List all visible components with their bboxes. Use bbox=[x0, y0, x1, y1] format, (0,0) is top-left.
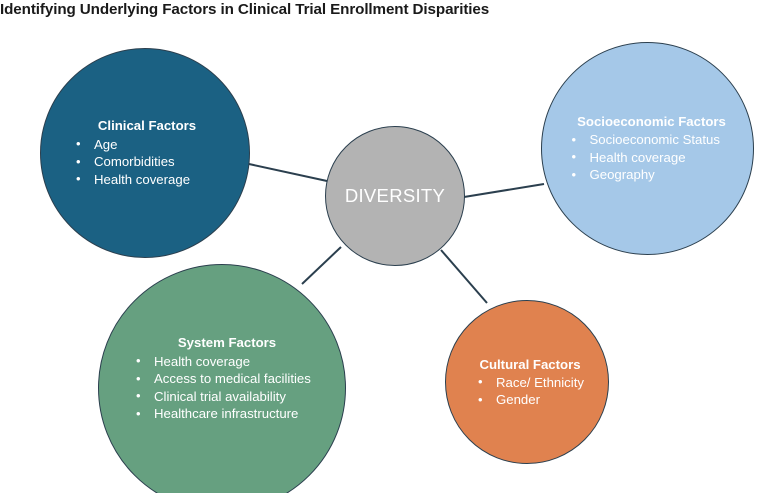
node-cultural-factors-list: Race/ Ethnicity Gender bbox=[474, 373, 586, 409]
list-item: Access to medical facilities bbox=[132, 370, 322, 388]
list-item: Clinical trial availability bbox=[132, 387, 322, 406]
node-socioeconomic-factors[interactable]: Socioeconomic Factors Socioeconomic Stat… bbox=[541, 42, 754, 255]
node-cultural-factors[interactable]: Cultural Factors Race/ Ethnicity Gender bbox=[445, 300, 609, 464]
list-item: Healthcare infrastructure bbox=[132, 405, 322, 423]
node-cultural-factors-title: Cultural Factors bbox=[479, 356, 581, 372]
node-system-factors[interactable]: System Factors Health coverage Access to… bbox=[98, 264, 346, 493]
list-item: Health coverage bbox=[132, 352, 322, 371]
connector-center-socioeconomic bbox=[463, 183, 545, 198]
node-diversity-label: DIVERSITY bbox=[344, 185, 446, 206]
list-item: Race/ Ethnicity bbox=[474, 373, 586, 392]
list-item: Health coverage bbox=[568, 148, 736, 167]
node-clinical-factors-title: Clinical Factors bbox=[97, 118, 197, 133]
list-item: Age bbox=[72, 135, 222, 154]
connector-center-cultural bbox=[440, 249, 488, 304]
node-diversity-center[interactable]: DIVERSITY bbox=[325, 126, 465, 266]
list-item: Geography bbox=[568, 166, 736, 184]
node-clinical-factors[interactable]: Clinical Factors Age Comorbidities Healt… bbox=[40, 48, 250, 258]
list-item: Socioeconomic Status bbox=[568, 131, 736, 149]
page-title: Identifying Underlying Factors in Clinic… bbox=[0, 1, 490, 18]
list-item: Gender bbox=[474, 391, 586, 409]
list-item: Comorbidities bbox=[72, 153, 222, 171]
node-clinical-factors-list: Age Comorbidities Health coverage bbox=[72, 135, 222, 189]
connector-center-system bbox=[301, 246, 342, 285]
list-item: Health coverage bbox=[72, 170, 222, 189]
node-socioeconomic-factors-list: Socioeconomic Status Health coverage Geo… bbox=[568, 131, 736, 184]
connector-center-clinical bbox=[248, 163, 328, 182]
node-system-factors-list: Health coverage Access to medical facili… bbox=[132, 352, 322, 423]
node-system-factors-title: System Factors bbox=[177, 335, 277, 351]
node-socioeconomic-factors-title: Socioeconomic Factors bbox=[577, 113, 726, 129]
